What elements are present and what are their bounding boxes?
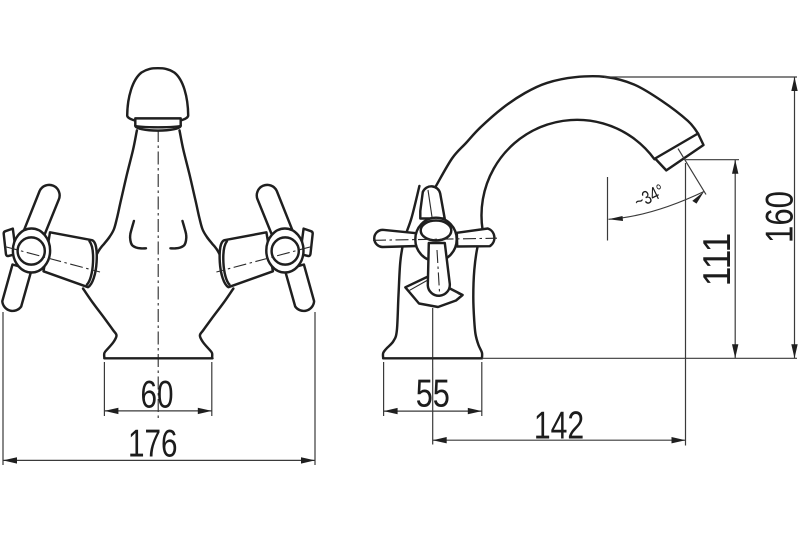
svg-text:160: 160 xyxy=(759,191,800,243)
svg-text:176: 176 xyxy=(128,422,178,465)
svg-text:111: 111 xyxy=(696,233,739,287)
svg-text:60: 60 xyxy=(141,374,174,417)
svg-text:142: 142 xyxy=(534,405,584,448)
